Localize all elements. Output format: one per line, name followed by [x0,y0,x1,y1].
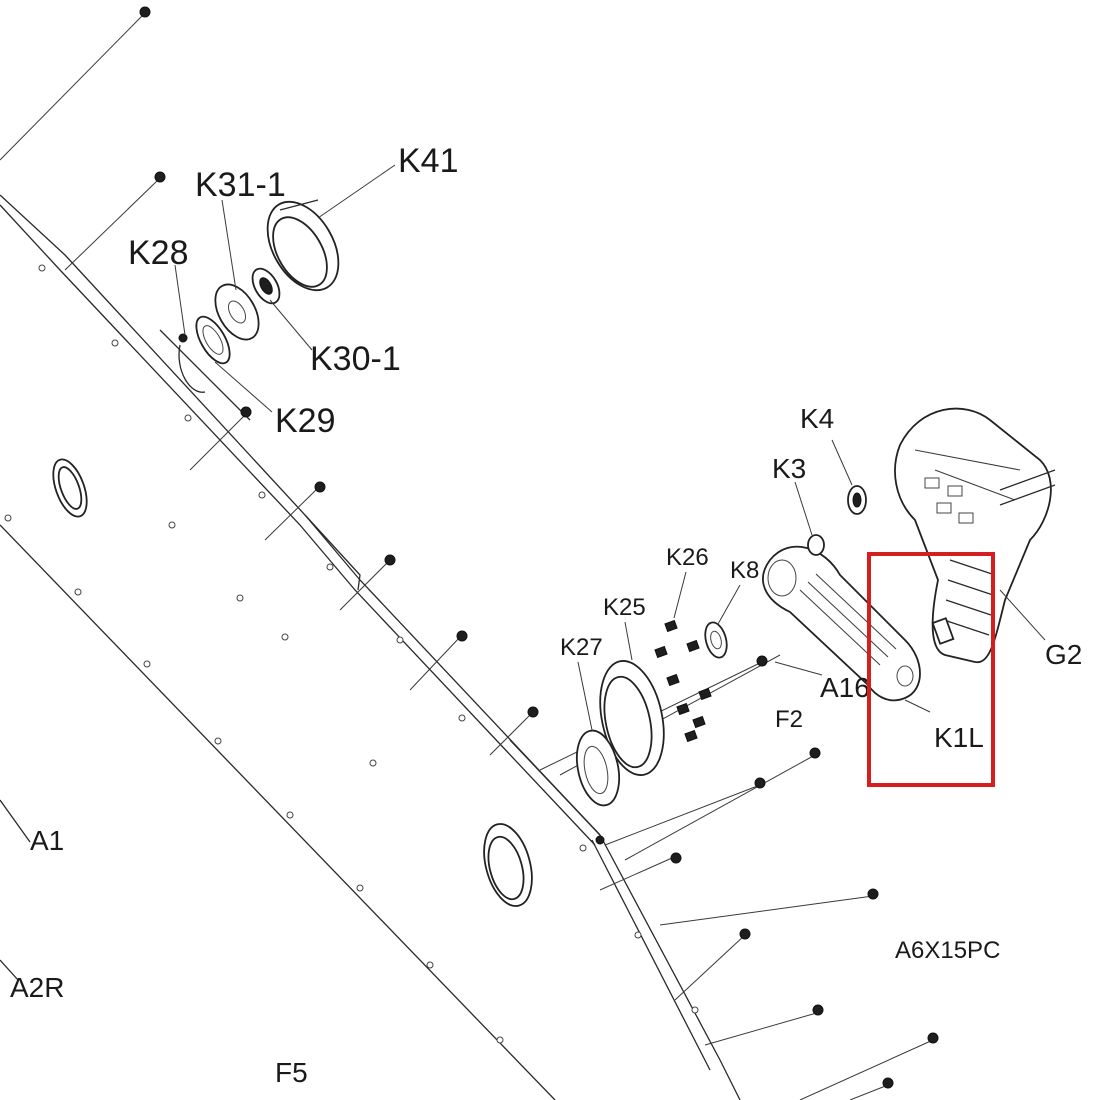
label-K1L: K1L [934,722,984,753]
bottom-bracket-assembly [576,571,741,807]
label-A16: A16 [820,672,870,703]
label-A6X15PC: A6X15PC [895,937,1000,964]
label-K27: K27 [560,634,603,661]
label-K28: K28 [128,234,189,272]
callout-labels: K41 K31-1 K28 K30-1 K29 K4 K3 K26 K8 K25… [10,142,1082,1088]
label-F2: F2 [775,706,803,733]
label-G2: G2 [1045,639,1082,670]
label-A1: A1 [30,825,64,856]
label-F5: F5 [275,1057,308,1088]
bottom-opening [0,799,533,981]
highlight-box [867,552,995,787]
label-K29: K29 [275,402,336,440]
label-K8: K8 [730,557,759,584]
label-K4: K4 [800,403,834,434]
label-K3: K3 [772,453,806,484]
label-K41: K41 [398,142,459,180]
crank-arm [762,439,921,702]
label-K30-1: K30-1 [310,340,401,378]
label-A2R: A2R [10,972,64,1003]
tube-opening [52,458,88,518]
label-K26: K26 [666,544,709,571]
fasteners [139,6,939,1089]
panel-holes [4,264,699,1044]
label-K31-1: K31-1 [195,166,286,204]
pedal [894,407,1056,713]
frame-panel [0,14,934,1100]
bearing-assembly-upper [174,164,396,413]
label-K25: K25 [603,594,646,621]
